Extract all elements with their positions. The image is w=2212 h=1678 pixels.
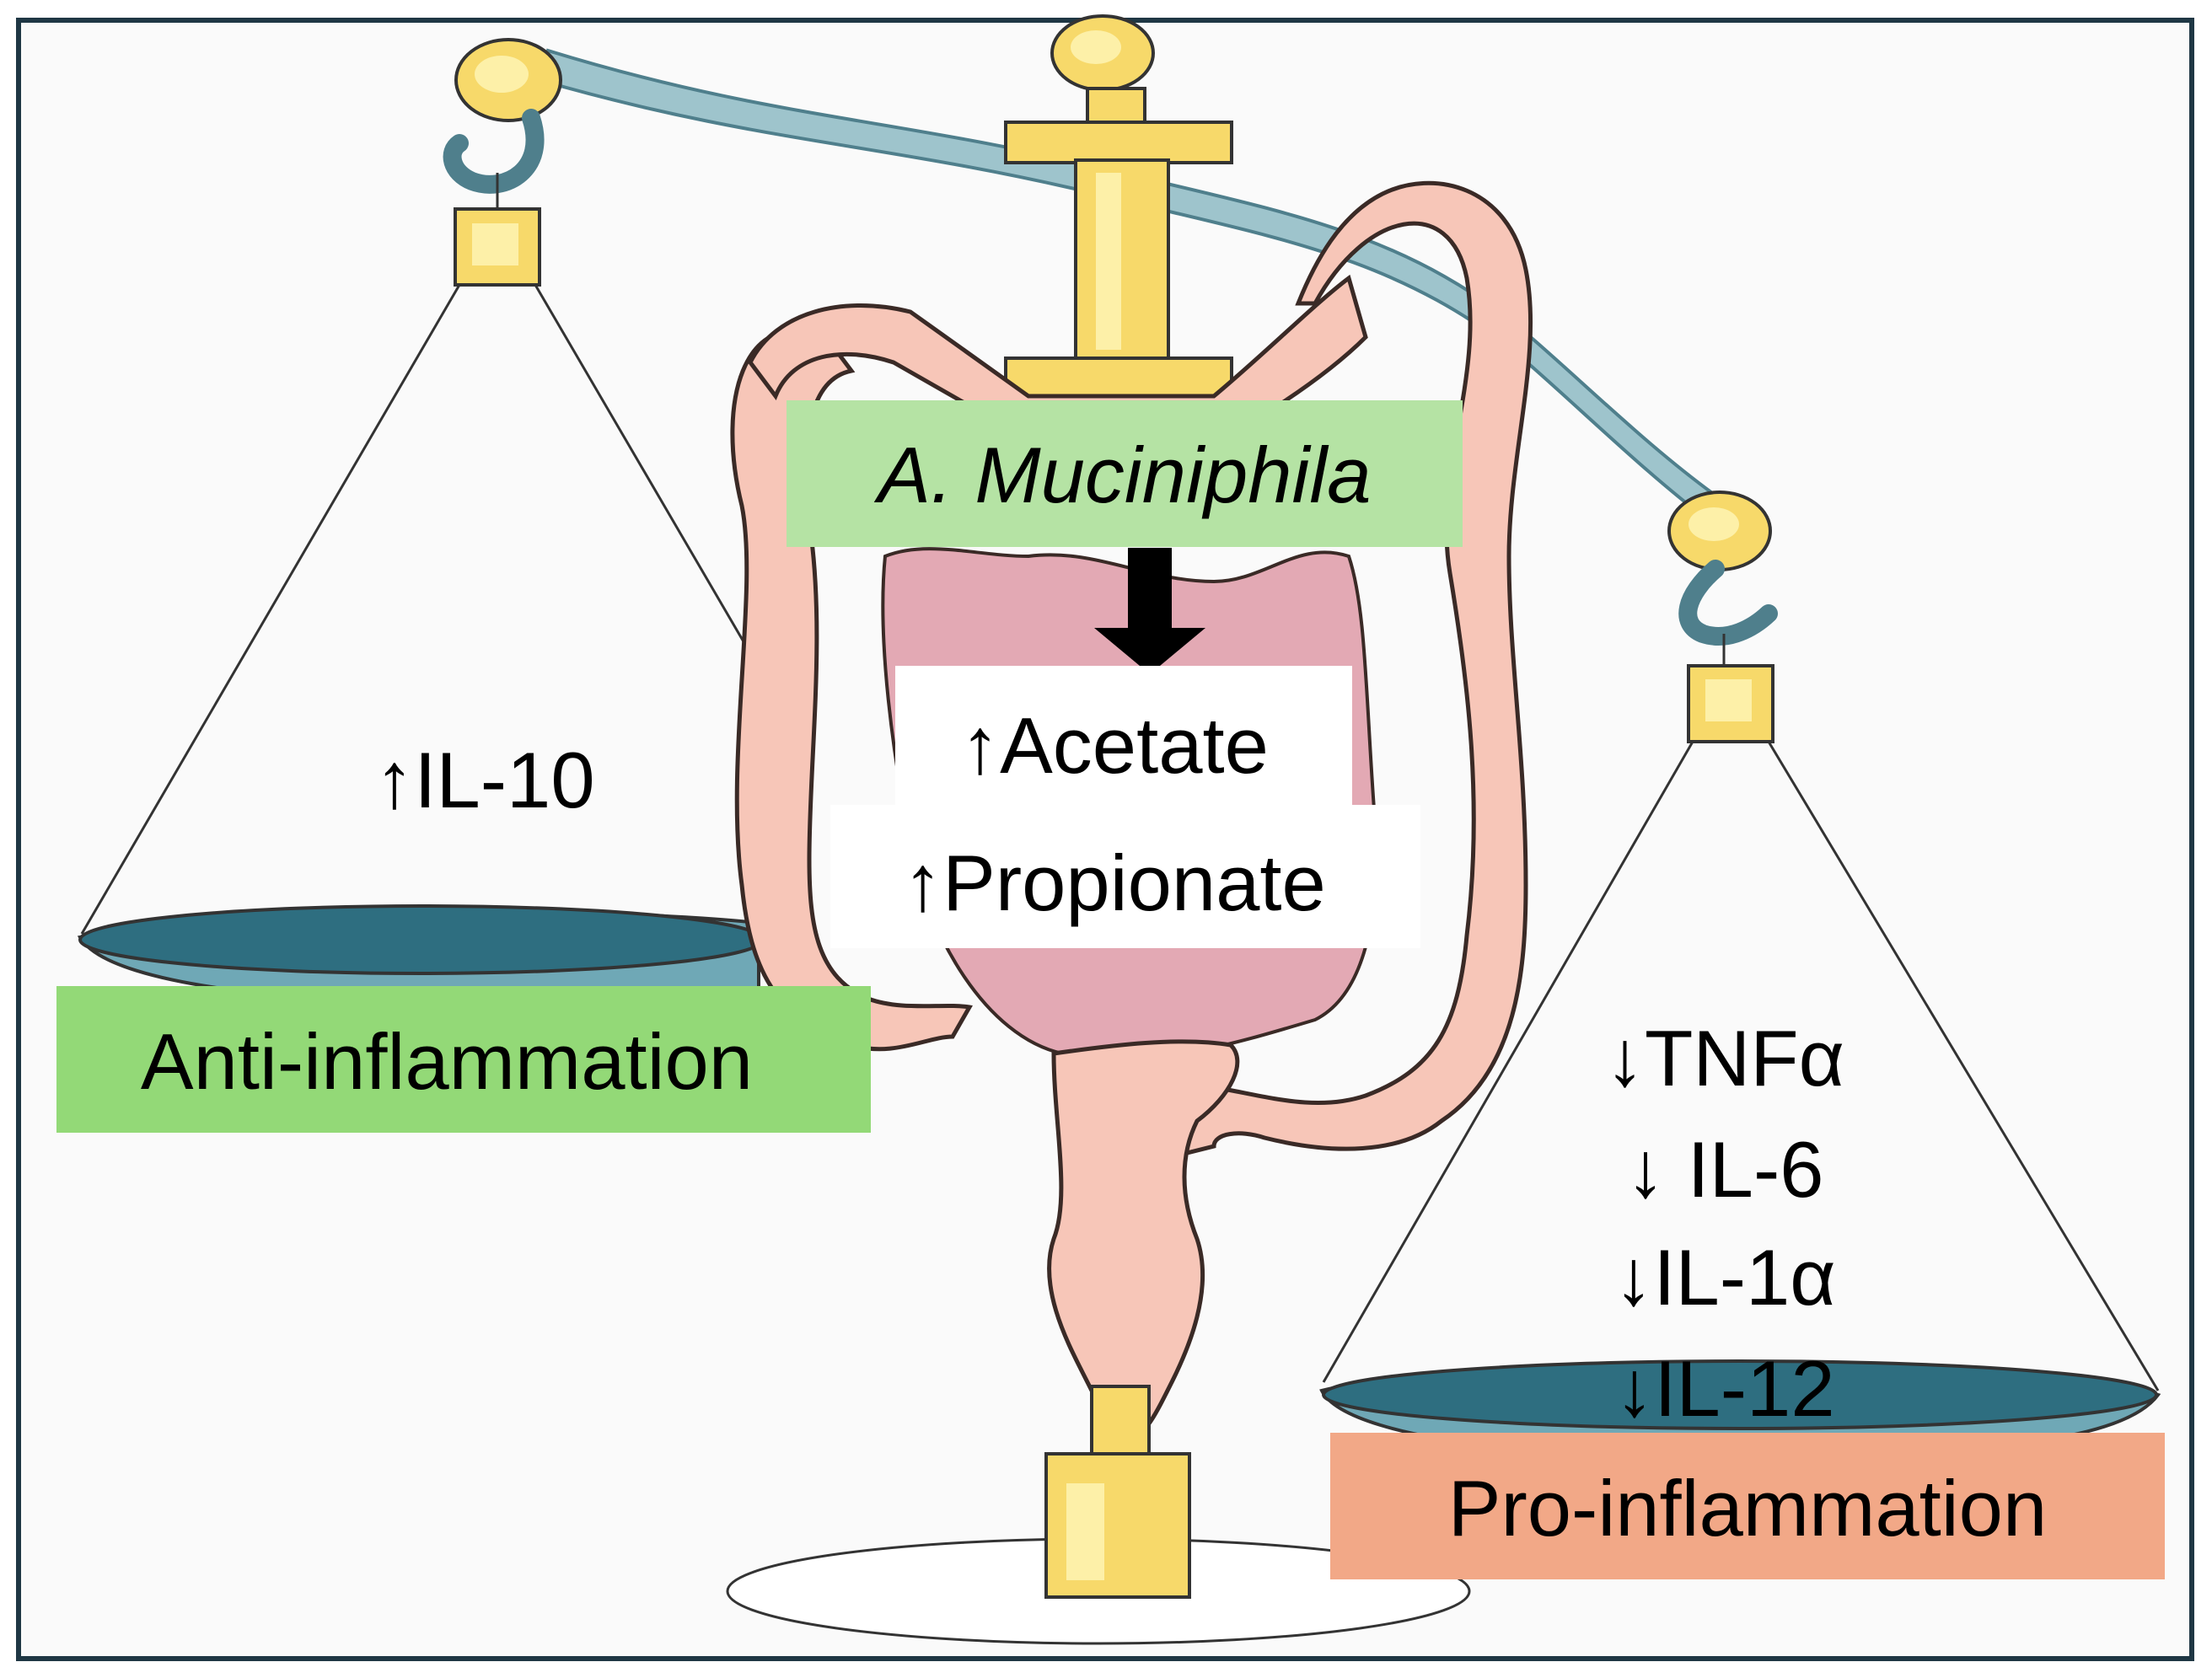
propionate-label: ↑Propionate <box>903 839 1326 927</box>
column-shaft-highlight <box>1096 173 1121 350</box>
acetate-box <box>895 666 1352 809</box>
column-base-highlight <box>1066 1483 1104 1580</box>
right-hook <box>1678 560 1778 646</box>
bacterium-label: A. Muciniphila <box>873 431 1371 519</box>
right-pan-string <box>1767 741 2160 1391</box>
left-pivot-knob-highlight <box>475 56 529 93</box>
rectum <box>1047 1039 1240 1444</box>
column-crossbar <box>1004 121 1233 164</box>
left-hook <box>443 109 545 194</box>
il12-label: ↓IL-12 <box>1614 1344 1834 1433</box>
pro-inflammation-box <box>1330 1433 2165 1579</box>
right-pan-string <box>1322 741 1694 1383</box>
left-pan-string <box>534 284 752 654</box>
left-pan-rim <box>78 904 765 975</box>
left-pan-string <box>80 284 461 935</box>
top-knob-highlight <box>1071 30 1121 64</box>
left-pan-mount-highlight <box>472 223 518 265</box>
anti-inflammation-box <box>56 986 871 1133</box>
right-pivot-knob-highlight <box>1689 507 1739 541</box>
colon <box>730 180 1533 1157</box>
column-shaft <box>1074 158 1170 364</box>
right-pan-mount-highlight <box>1705 679 1752 721</box>
bacterium-box <box>787 400 1463 547</box>
right-pan-rim <box>1322 1359 2158 1430</box>
il6-label: ↓ IL-6 <box>1625 1125 1823 1214</box>
il10-label: ↑IL-10 <box>374 736 594 824</box>
pro-inflammation-label: Pro-inflammation <box>1448 1464 2047 1552</box>
colon-transverse <box>748 274 1368 432</box>
down-arrow <box>1094 548 1205 674</box>
acetate-label: ↑Acetate <box>960 701 1269 790</box>
column-lower-shaft <box>1090 1385 1151 1456</box>
anti-inflammation-label: Anti-inflammation <box>141 1017 753 1106</box>
column-collar <box>1004 357 1233 402</box>
column-neck <box>1086 87 1146 126</box>
il1a-label: ↓IL-1α <box>1613 1233 1835 1321</box>
tnf-label: ↓TNFα <box>1605 1014 1844 1102</box>
propionate-box <box>830 805 1420 948</box>
